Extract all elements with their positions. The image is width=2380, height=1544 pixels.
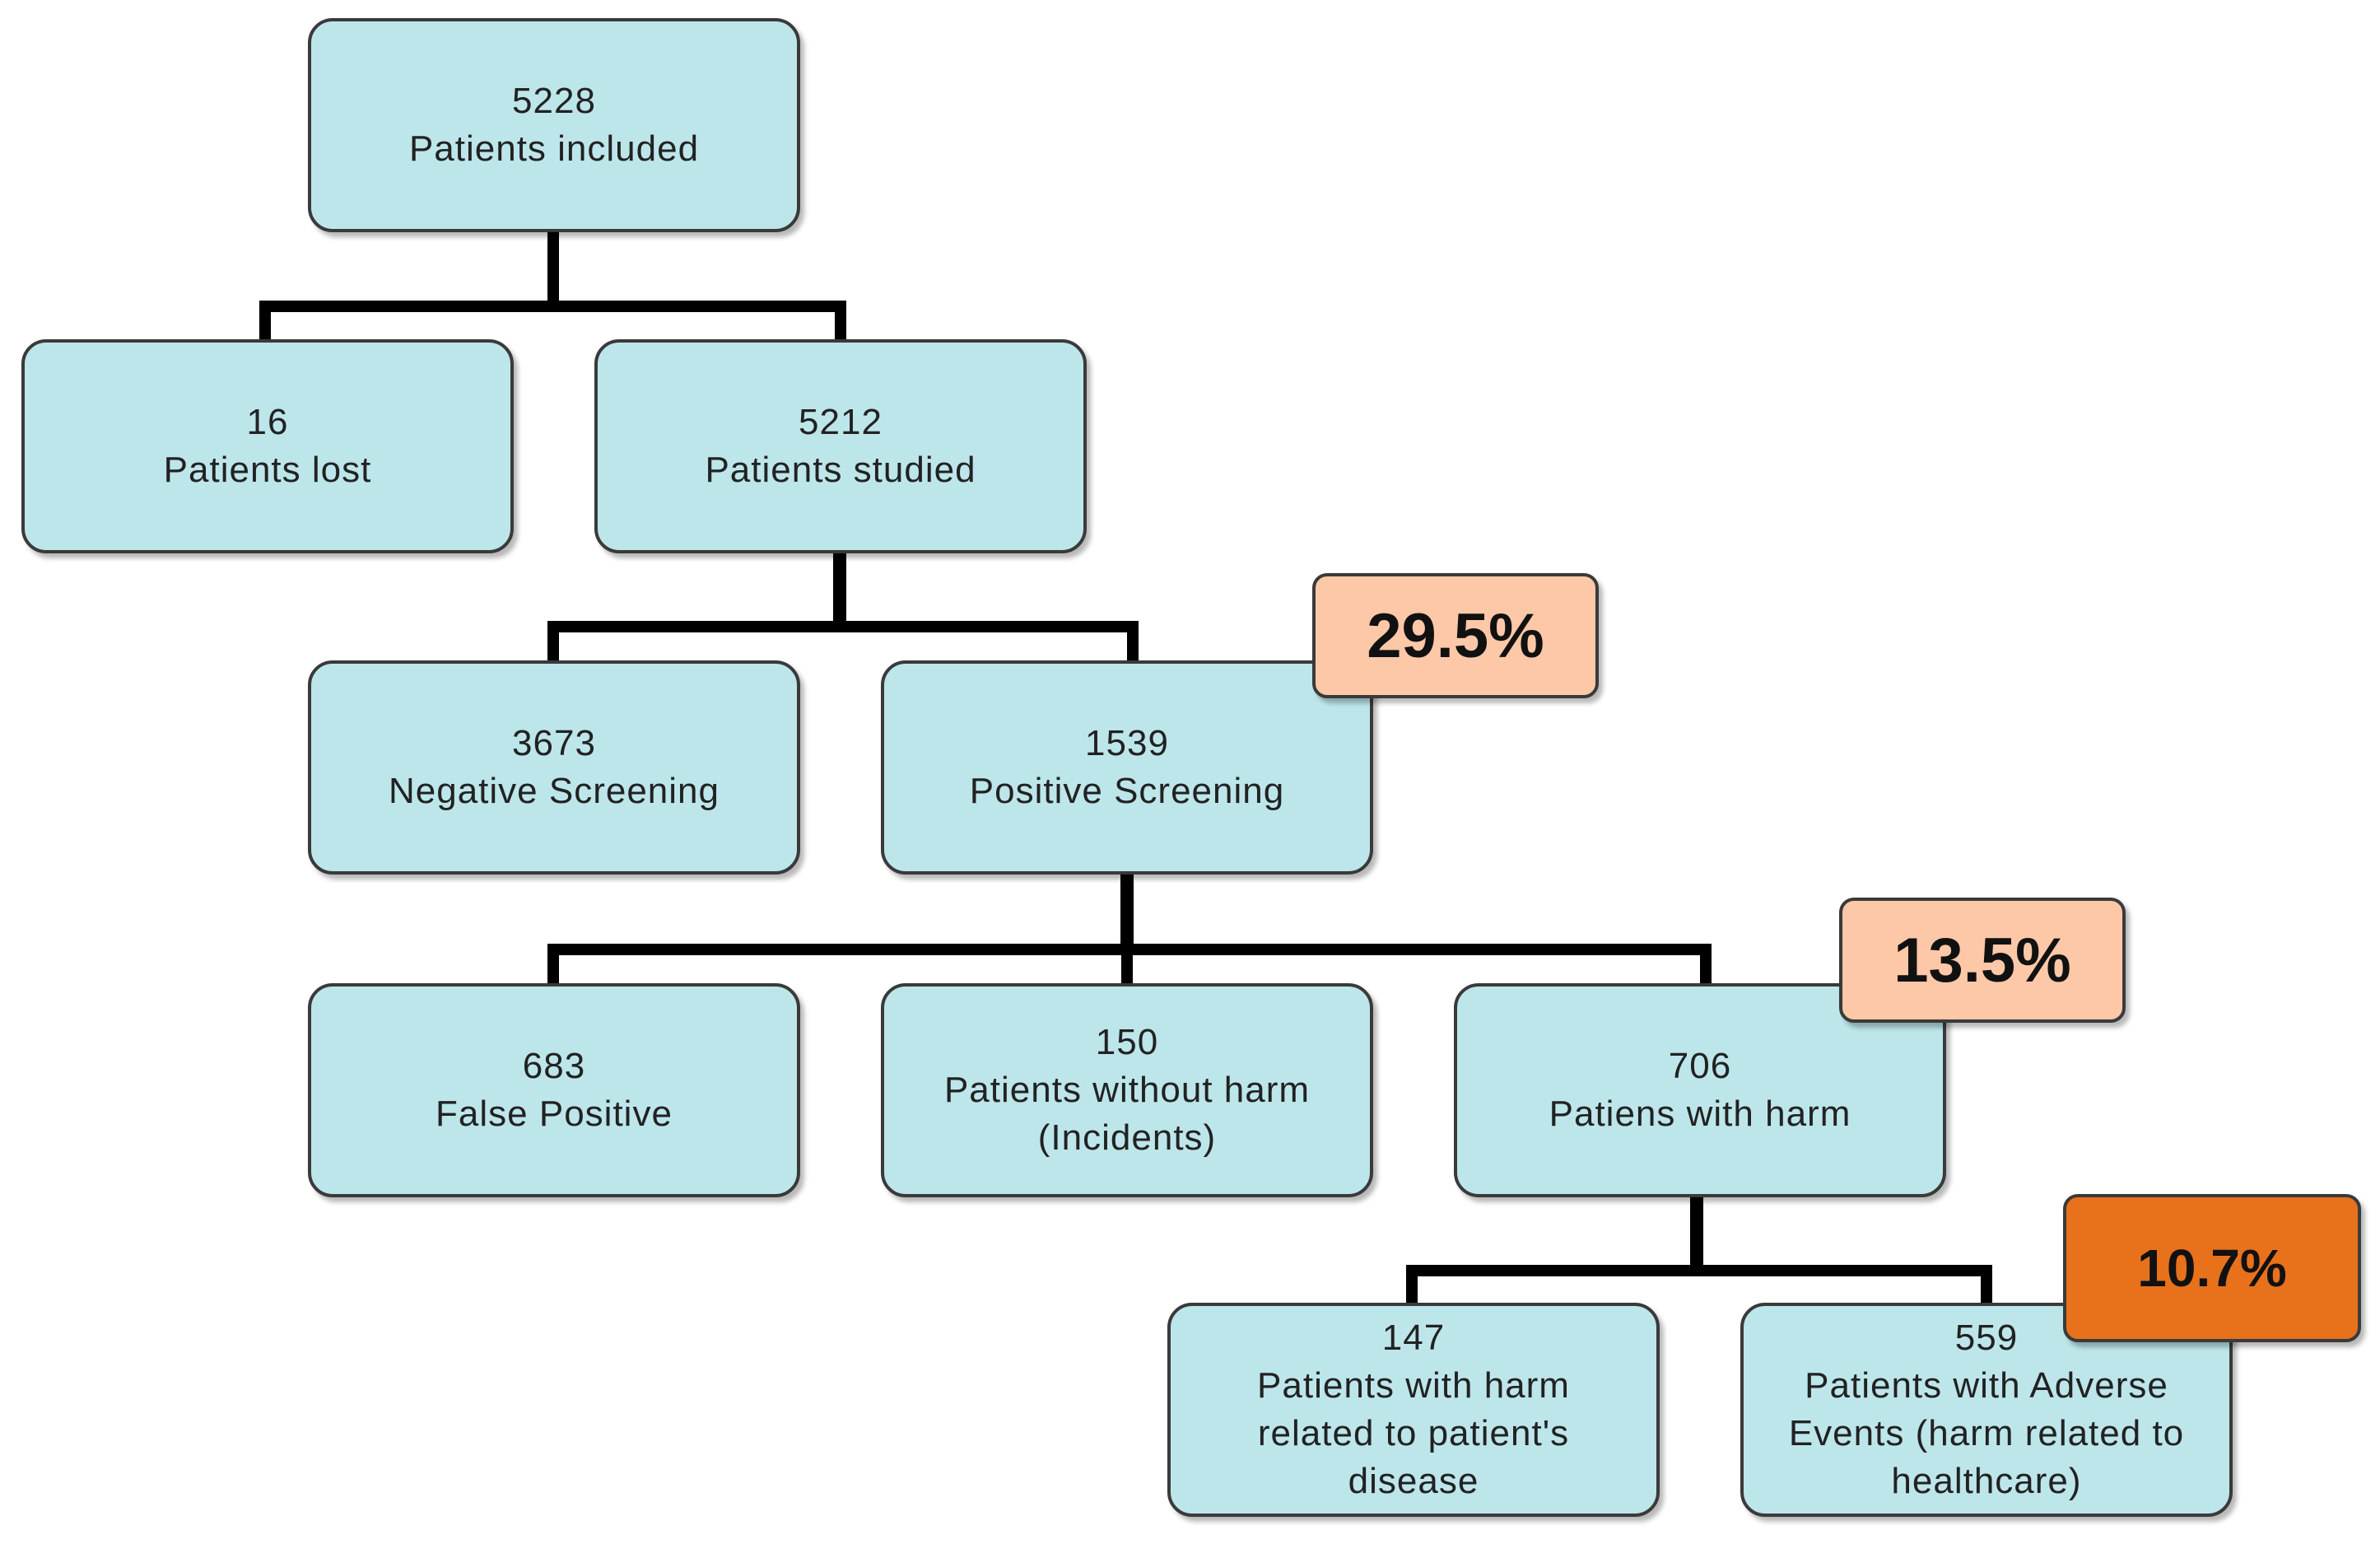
connector (547, 232, 559, 306)
node-label: Negative Screening (388, 771, 720, 811)
node-label: Patients without harm (Incidents) (943, 1070, 1311, 1158)
node-count: 16 (246, 402, 289, 442)
connector (547, 621, 559, 664)
connector (1690, 1196, 1703, 1271)
adverse-rate-badge: 10.7% (2063, 1194, 2361, 1342)
node-label: Patients studied (705, 450, 976, 490)
node-label: Patients with harm related to patient's … (1257, 1365, 1570, 1501)
node-label: Positive Screening (969, 771, 1285, 811)
node-count: 706 (1668, 1046, 1732, 1086)
node-count: 3673 (512, 723, 596, 763)
node-label: Patients included (408, 128, 700, 169)
positive-screening-box: 1539 Positive Screening (881, 660, 1373, 875)
patients-without-harm-box: 150 Patients without harm (Incidents) (881, 983, 1373, 1197)
connector (1121, 944, 1133, 987)
node-label: Patients with Adverse Events (harm relat… (1788, 1365, 2185, 1501)
connector (259, 301, 271, 342)
connector (1120, 875, 1134, 949)
false-positive-box: 683 False Positive (308, 983, 800, 1197)
node-count: 5228 (512, 81, 596, 121)
node-count: 5212 (799, 402, 883, 442)
connector (547, 944, 559, 987)
connector (1981, 1265, 1992, 1308)
connector (1127, 621, 1139, 664)
node-count: 1539 (1085, 723, 1169, 763)
connector (1700, 944, 1712, 987)
node-label: Patients lost (163, 450, 372, 490)
connector (833, 553, 846, 627)
patients-lost-box: 16 Patients lost (21, 339, 514, 553)
node-count: 147 (1381, 1318, 1446, 1358)
connector (1406, 1265, 1418, 1308)
connector (1406, 1265, 1992, 1276)
harm-rate-badge: 13.5% (1839, 898, 2126, 1023)
node-count: 559 (1954, 1318, 2019, 1358)
patients-studied-box: 5212 Patients studied (594, 339, 1087, 553)
positive-rate-badge: 29.5% (1312, 573, 1599, 698)
harm-related-to-disease-box: 147 Patients with harm related to patien… (1167, 1303, 1660, 1517)
node-label: False Positive (435, 1094, 673, 1134)
connector (547, 621, 1139, 632)
node-count: 683 (522, 1046, 586, 1086)
node-label: Patiens with harm (1549, 1094, 1851, 1134)
connector (259, 301, 846, 312)
patients-included-box: 5228 Patients included (308, 18, 800, 232)
node-count: 150 (1095, 1022, 1159, 1062)
connector (835, 301, 846, 342)
negative-screening-box: 3673 Negative Screening (308, 660, 800, 875)
